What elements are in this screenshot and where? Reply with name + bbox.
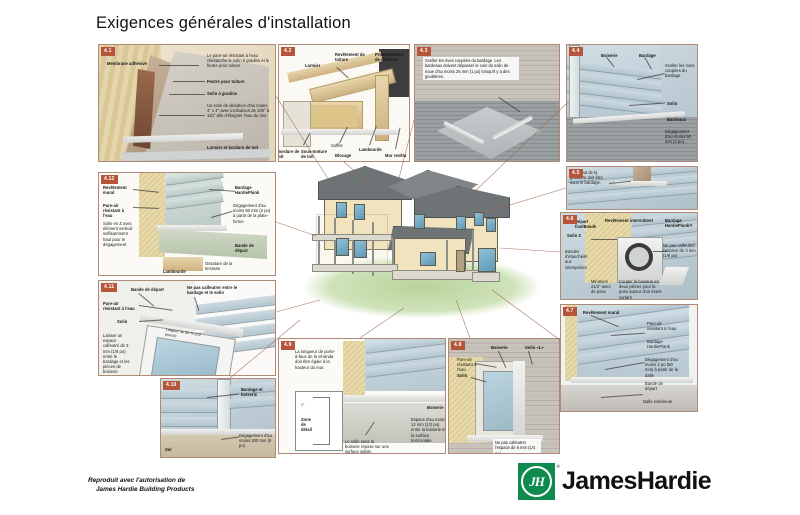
label: Pare-air résistant à l'eau xyxy=(457,357,477,373)
house-illustration xyxy=(296,160,546,325)
label: Dalle extérieure xyxy=(643,399,673,404)
panel-4-3: 4.3 Sceller les rives coupées du bardage… xyxy=(414,44,560,162)
panel-badge: 4.9 xyxy=(281,341,295,350)
label: Pare-air résistant à l'eau xyxy=(103,203,125,219)
panel-badge: 4.1 xyxy=(101,47,115,56)
label: Solin à gradins xyxy=(207,91,238,96)
label: Revêtement mural xyxy=(583,310,620,315)
label: Le pare-air résistant à l'eau chevauche … xyxy=(207,53,270,69)
label: Lambourde xyxy=(163,269,186,274)
label: Pare-air résistant à l'eau xyxy=(103,301,135,312)
panel-badge: 4.2 xyxy=(281,47,295,56)
panel-4-11: 4.11 Bande de départ Ne pas calfeutrer e… xyxy=(98,280,276,376)
label: Blocage xyxy=(335,153,352,158)
panel-4-1: 4.1 Membrane adhésive Le pare-air résist… xyxy=(98,44,276,162)
label: Dégagement d'au moins 50 mm (2 po) xyxy=(665,129,692,145)
panel-badge: 4.10 xyxy=(163,381,180,390)
label: Boiserie xyxy=(427,405,444,410)
registered-mark: ® xyxy=(556,464,560,469)
label: Bardage et boiserie xyxy=(241,387,263,398)
label: Larmier et bordure de toit xyxy=(207,145,259,150)
label: Larmier xyxy=(305,63,321,68)
label: L'embout de la gouttière doit être sous … xyxy=(570,170,603,186)
label: Lambourde xyxy=(359,147,382,152)
label: Boiserie xyxy=(601,53,618,58)
label: Ne pas calfeutrer l'espace de 6 mm (1/4 … xyxy=(493,439,541,453)
label: Dégagement d'au moins 50 mm (2 po) à par… xyxy=(233,203,271,224)
label: Un solin de déviation d'au moins 4" x 4"… xyxy=(207,103,270,119)
panel-badge: 4.3 xyxy=(417,47,431,56)
footer-credit-line2: James Hardie Building Products xyxy=(96,486,195,493)
label: Sceller les rives coupées du bardage. Le… xyxy=(423,57,519,81)
footer-credit: Reproduit avec l'autorisation de James H… xyxy=(88,476,194,494)
label: Ne pas calfeutrer l'espace de 3 mm (1/8 … xyxy=(663,243,696,259)
panel-4-12: 4.12 Revêtement mural Pare-air résistant… xyxy=(98,172,276,276)
label: Dégagement d'au moins 2 po (50 mm) à par… xyxy=(645,357,678,378)
label: Minimum 21/2" avec de pose xyxy=(591,279,611,295)
label: Revêtement mural xyxy=(103,185,127,196)
label: Ne pas calfeutrer entre le bardage et le… xyxy=(187,285,238,296)
footer-credit-line1: Reproduit avec l'autorisation de xyxy=(88,477,186,484)
label: Le solin sous la boiserie repose sur une… xyxy=(345,439,389,454)
label: Sceller les rives coupées du bardage. xyxy=(665,63,695,79)
james-hardie-logo: JH ® JamesHardie xyxy=(518,463,712,500)
label: Ossature de la terrasse xyxy=(205,261,233,272)
label: Prolongement de chevron xyxy=(375,52,404,63)
label: Bardage HardiePlank® xyxy=(665,218,693,229)
label: Laisser un espace calfeutré de 3 mm (1/8… xyxy=(103,333,130,375)
label: Solin xyxy=(117,319,128,324)
label: Bande de départ xyxy=(645,381,663,392)
label: Revêtement de toiture xyxy=(335,52,365,63)
label: La longueur de porte-à-faux de la vérand… xyxy=(295,349,336,370)
panel-4-7: 4.7 Revêtement mural Pare-air résistant … xyxy=(560,304,698,412)
panel-badge: 4.12 xyxy=(101,175,118,184)
label: Couper la boiserie en deux pièces pour l… xyxy=(619,279,662,300)
jh-monogram-icon: JH ® xyxy=(518,463,560,500)
label: Bardage xyxy=(639,53,656,58)
label: Zone de détail xyxy=(301,417,312,433)
page-title: Exigences générales d'installation xyxy=(96,14,351,32)
panel-badge: 4.5 xyxy=(569,169,583,178)
panel-4-6: 4.6 Revêtement intermittent Bardage Hard… xyxy=(560,212,698,300)
label: Solin xyxy=(457,373,468,378)
panel-badge: 4.11 xyxy=(101,283,118,292)
label: Solin «L» xyxy=(525,345,544,350)
panel-4-9: 4.9 1" Zone de détail La longueur de por… xyxy=(278,338,446,454)
label: Départ fixe/Bande xyxy=(575,219,597,230)
panel-4-2: 4.2 Larmier Revêtement de toiture Prolon… xyxy=(278,44,410,162)
label: Bardeaux xyxy=(667,117,687,122)
panel-4-10: 4.10 Bardage et boiserie Dégagement d'au… xyxy=(160,378,276,458)
panel-badge: 4.8 xyxy=(451,341,465,350)
label: Espace d'au moins 12 mm (1/2 po) entre l… xyxy=(411,417,446,443)
label: Solin xyxy=(667,101,678,106)
label: Bordure de toit xyxy=(278,149,300,160)
label: Feutre pour toiture xyxy=(207,79,245,84)
label: Revêtement intermittent xyxy=(605,218,654,223)
label: Pare-air résistant à l'eau xyxy=(647,321,677,332)
panel-4-4: 4.4 Boiserie Bardage Sceller les rives c… xyxy=(566,44,698,162)
panel-badge: 4.7 xyxy=(563,307,577,316)
label: Membrane adhésive xyxy=(107,61,147,66)
panel-4-5: 4.5 L'embout de la gouttière doit être s… xyxy=(566,166,698,210)
label: Mur revêtu xyxy=(385,153,407,158)
label: Bardage HardiePlank xyxy=(235,185,260,196)
panel-4-8: 4.8 Boiserie Solin «L» Pare-air résistan… xyxy=(448,338,560,454)
brand-wordmark: JamesHardie xyxy=(562,467,712,495)
panel-badge: 4.4 xyxy=(569,47,583,56)
label: Bandes d'étanchéité aux intempéries xyxy=(565,249,588,270)
panel-badge: 4.6 xyxy=(563,215,577,224)
label: Solin en Z avec élément vertical suffisa… xyxy=(103,221,133,247)
label: Dégagement d'au moins 200 mm (8 po) xyxy=(239,433,272,449)
label: Bande de départ xyxy=(235,243,254,254)
label: Bardage HardiePlank xyxy=(647,339,670,350)
label: Sous-tonture de toit xyxy=(301,149,328,160)
label: Solin Z xyxy=(567,233,581,238)
label: Sol xyxy=(165,447,172,452)
label: Soffite xyxy=(331,143,343,148)
jh-monogram-text: JH xyxy=(529,473,545,489)
label: Bande de départ xyxy=(131,287,164,292)
label: Boiserie xyxy=(491,345,508,350)
